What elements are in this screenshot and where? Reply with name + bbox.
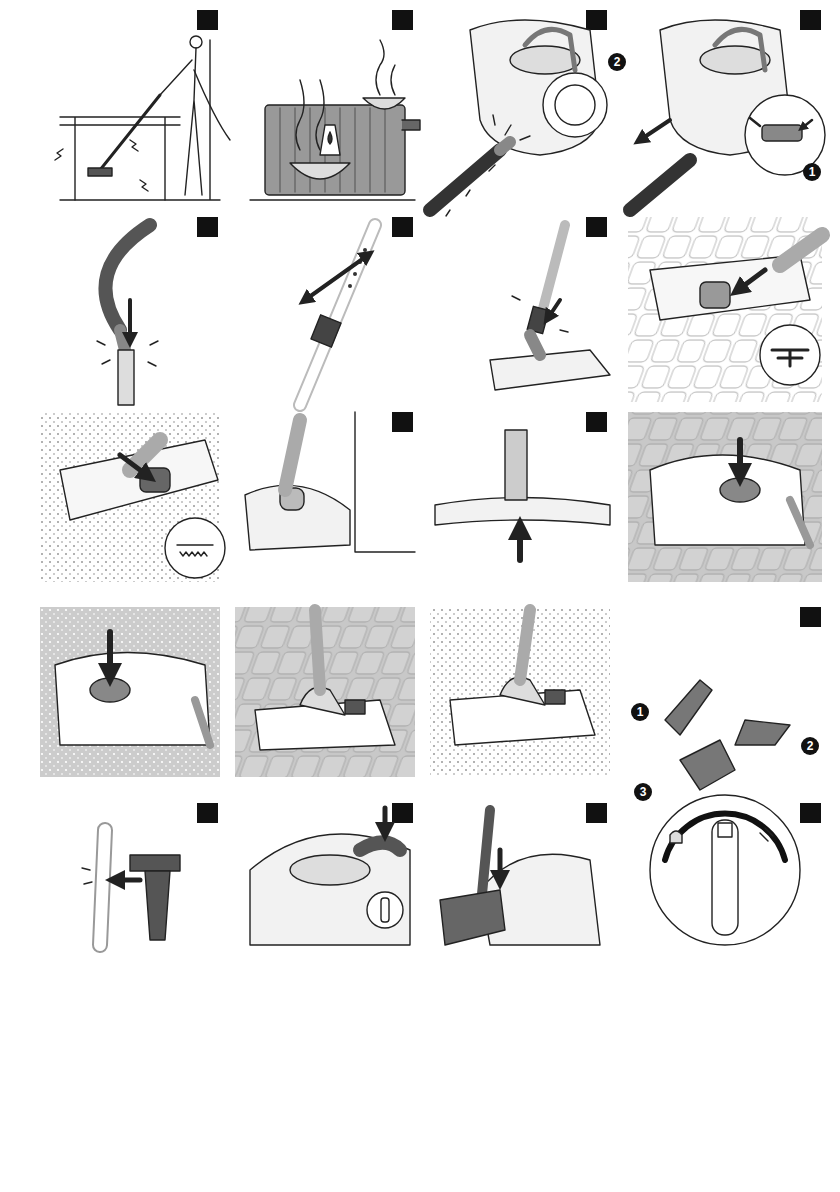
callout-number: 2 xyxy=(801,737,819,755)
callout-number: 1 xyxy=(631,703,649,721)
callout-number: 2 xyxy=(608,53,626,71)
callout-number: 3 xyxy=(634,783,652,801)
callout-number: 1 xyxy=(803,163,821,181)
